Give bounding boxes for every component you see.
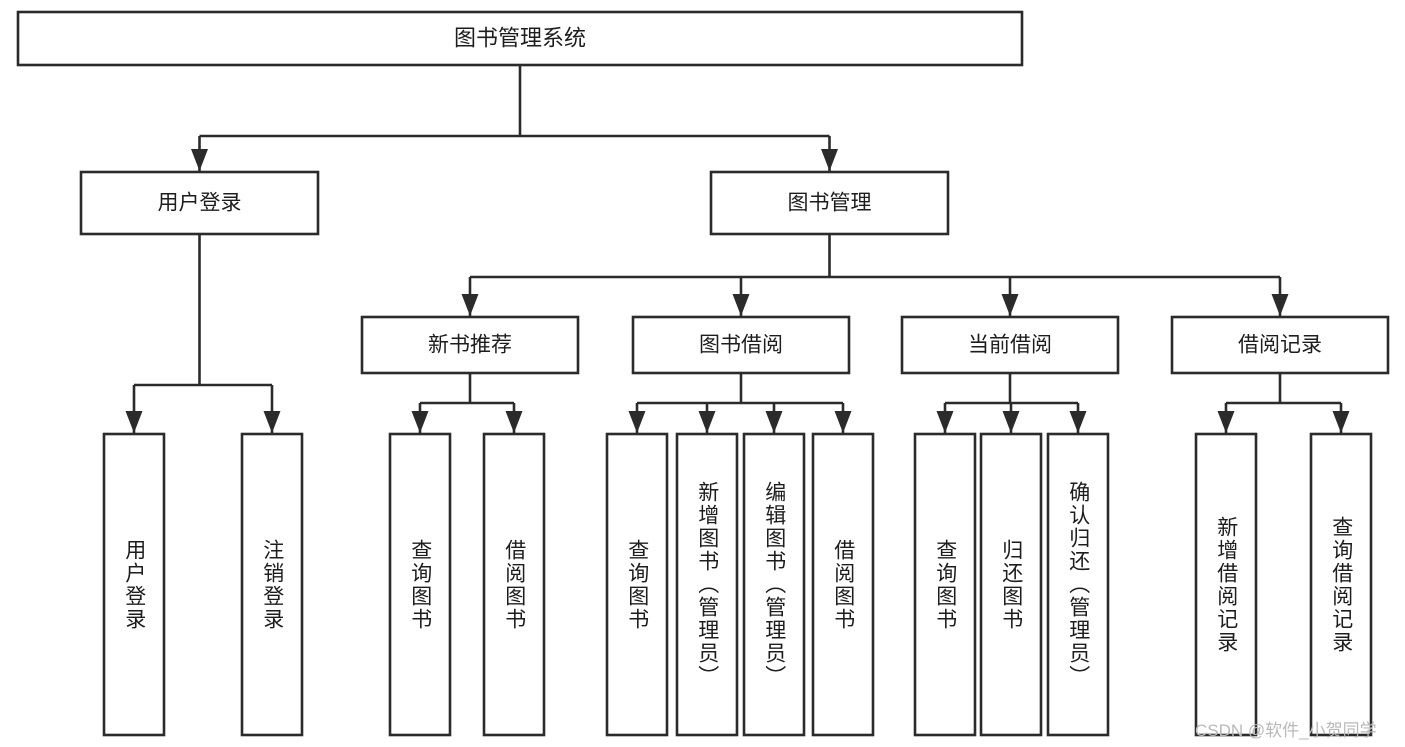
conn-book-borrow-arrow-3 <box>834 411 852 433</box>
conn-root-arrow-1 <box>821 149 838 171</box>
node-new-book-recommend-label: 新书推荐 <box>428 334 512 357</box>
conn-book-manage-arrow-0 <box>461 294 479 316</box>
conn-book-manage-arrow-1 <box>732 294 750 316</box>
node-leaf-edit-book-rect[interactable] <box>742 432 806 737</box>
leaf-borrow-book-2-label: 借阅图书 <box>831 538 855 631</box>
node-book-manage[interactable]: 图书管理 <box>709 170 950 236</box>
leaf-confirm-return-label: 确认归还（管理员） <box>1066 481 1090 688</box>
conn-borrow-record-arrow-1 <box>1332 411 1350 433</box>
node-system-title-label: 图书管理系统 <box>454 25 586 50</box>
node-new-book-recommend[interactable]: 新书推荐 <box>360 315 580 375</box>
leaf-borrow-book-1-label: 借阅图书 <box>502 538 526 631</box>
leaf-user-login-label: 用户登录 <box>122 538 146 631</box>
node-leaf-add-record-rect[interactable] <box>1194 432 1258 737</box>
node-current-borrow[interactable]: 当前借阅 <box>900 315 1120 375</box>
conn-new-book-recommend-arrow-1 <box>505 411 523 433</box>
node-leaf-query-record-rect[interactable] <box>1309 432 1373 737</box>
node-book-manage-rect[interactable] <box>709 170 950 236</box>
leaf-logout-label: 注销登录 <box>260 538 284 631</box>
node-current-borrow-label: 当前借阅 <box>968 334 1052 357</box>
conn-current-borrow-arrow-1 <box>1002 411 1020 433</box>
node-book-borrow[interactable]: 图书借阅 <box>631 315 851 375</box>
node-current-borrow-rect[interactable] <box>900 315 1120 375</box>
node-leaf-add-book-rect[interactable] <box>675 432 739 737</box>
node-new-book-recommend-rect[interactable] <box>360 315 580 375</box>
node-borrow-record-label: 借阅记录 <box>1238 334 1322 357</box>
node-leaf-user-login-rect[interactable] <box>102 432 166 737</box>
node-borrow-record[interactable]: 借阅记录 <box>1170 315 1390 375</box>
conn-book-borrow-arrow-2 <box>765 411 783 433</box>
node-borrow-record-rect[interactable] <box>1170 315 1390 375</box>
node-leaf-borrow-book-2-rect[interactable] <box>811 432 875 737</box>
node-book-borrow-label: 图书借阅 <box>699 334 783 357</box>
node-leaf-confirm-return-rect[interactable] <box>1046 432 1110 737</box>
node-user-login-rect[interactable] <box>79 170 320 236</box>
node-leaf-query-book-1-rect[interactable] <box>388 432 452 737</box>
csdn-watermark: CSDN @软件_小贺同学 <box>1195 721 1377 740</box>
leaf-query-book-2-label: 查询图书 <box>625 538 649 631</box>
node-user-login-label: 用户登录 <box>158 192 242 215</box>
node-system-title-rect[interactable] <box>16 10 1024 67</box>
node-book-borrow-rect[interactable] <box>631 315 851 375</box>
conn-book-borrow-arrow-0 <box>628 411 646 433</box>
conn-book-manage-arrow-3 <box>1271 294 1289 316</box>
node-user-login[interactable]: 用户登录 <box>79 170 320 236</box>
node-book-manage-label: 图书管理 <box>788 192 872 215</box>
node-leaf-return-book-rect[interactable] <box>979 432 1043 737</box>
leaf-query-book-3-label: 查询图书 <box>933 538 957 631</box>
conn-book-manage-arrow-2 <box>1001 294 1019 316</box>
conn-current-borrow-arrow-0 <box>936 411 954 433</box>
leaf-edit-book-label: 编辑图书（管理员） <box>762 481 786 688</box>
node-leaf-query-book-2-rect[interactable] <box>605 432 669 737</box>
conn-user-login-arrow-0 <box>125 411 143 433</box>
conn-user-login-arrow-1 <box>263 411 281 433</box>
conn-book-borrow-arrow-1 <box>698 411 716 433</box>
node-system-title[interactable]: 图书管理系统 <box>16 10 1024 67</box>
conn-borrow-record-arrow-0 <box>1217 411 1235 433</box>
leaf-return-book-label: 归还图书 <box>999 538 1023 631</box>
conn-root-arrow-0 <box>191 149 208 171</box>
leaf-add-record-label: 新增借阅记录 <box>1214 515 1238 654</box>
conn-new-book-recommend-arrow-0 <box>411 411 429 433</box>
connectors-layer <box>125 65 1350 433</box>
leaf-query-book-1-label: 查询图书 <box>408 538 432 631</box>
node-leaf-query-book-3-rect[interactable] <box>913 432 977 737</box>
leaf-add-book-label: 新增图书（管理员） <box>695 481 719 688</box>
node-leaf-logout-rect[interactable] <box>240 432 304 737</box>
node-leaf-borrow-book-1-rect[interactable] <box>482 432 546 737</box>
conn-current-borrow-arrow-2 <box>1069 411 1087 433</box>
leaf-query-record-label: 查询借阅记录 <box>1329 515 1353 654</box>
